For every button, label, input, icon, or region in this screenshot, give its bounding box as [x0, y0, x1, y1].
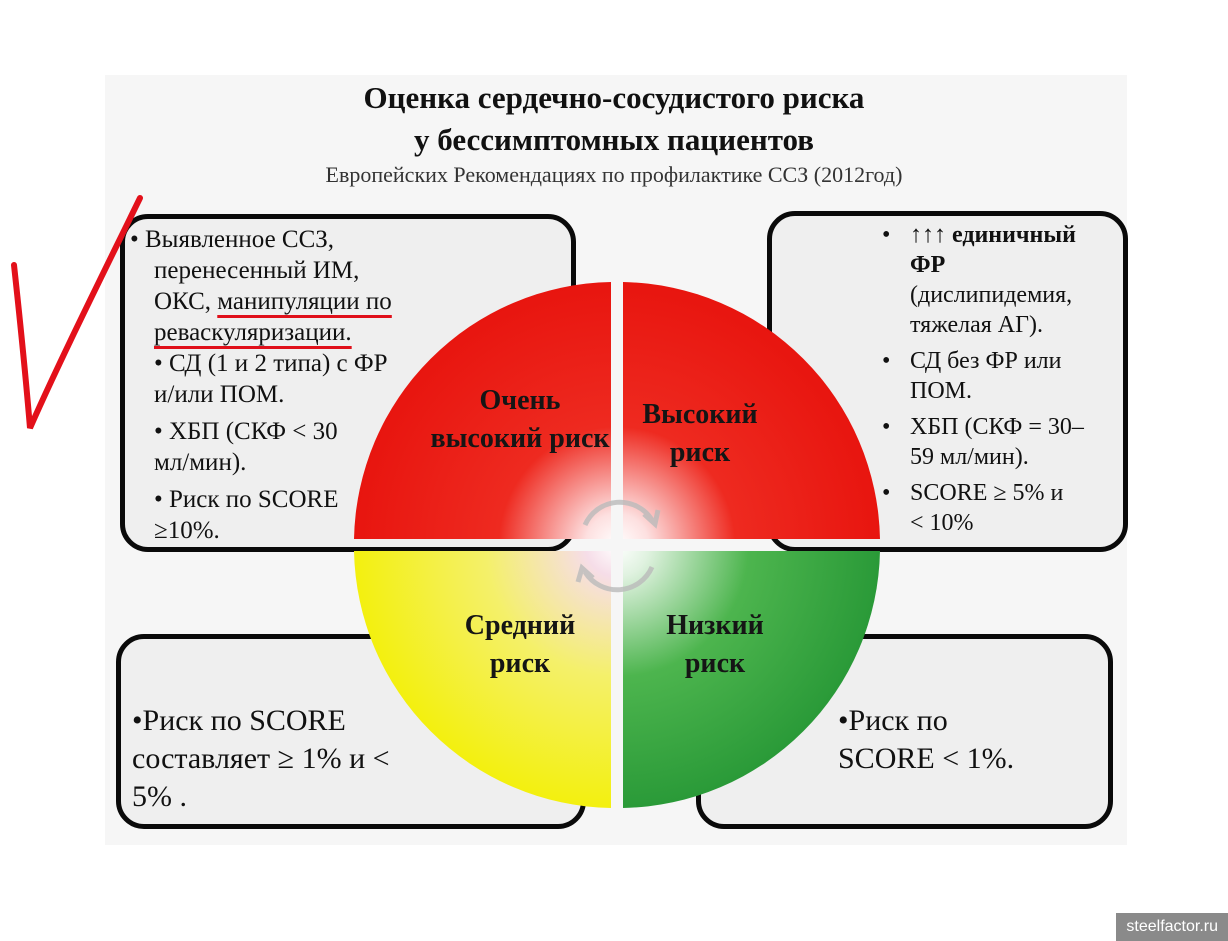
criteria-text: мл/мин).: [154, 449, 247, 476]
criteria-text: ≥10%.: [154, 517, 220, 544]
criteria-text: ОКС,: [154, 288, 218, 315]
criteria-text: • Выявленное ССЗ,: [130, 226, 335, 253]
title-line-1: Оценка сердечно-сосудистого риска: [363, 80, 865, 115]
criteria-text: < 10%: [910, 510, 974, 536]
low-risk-criteria: •Риск по SCORE < 1%.: [838, 702, 1014, 778]
criteria-text: 59 мл/мин).: [910, 444, 1029, 470]
very-high-risk-criteria: • Выявленное ССЗ, перенесенный ИМ, ОКС, …: [130, 224, 392, 546]
criteria-text: перенесенный ИМ,: [154, 257, 360, 284]
high-risk-quadrant: [623, 282, 880, 539]
criteria-text: ПОМ.: [910, 378, 973, 404]
high-risk-label: Высокий риск: [642, 399, 758, 468]
low-risk-quadrant: [623, 551, 880, 808]
red-checkmark-icon: [11, 195, 143, 430]
criteria-text: тяжелая АГ).: [910, 312, 1043, 338]
moderate-risk-criteria: •Риск по SCORE составляет ≥ 1% и < 5% .: [132, 702, 390, 816]
subtitle: Европейских Рекомендациях по профилактик…: [325, 162, 903, 187]
very-high-risk-quadrant: [354, 282, 611, 539]
underlined-text: реваскуляризации.: [154, 319, 352, 346]
bullet: •: [882, 222, 891, 248]
criteria-text: SCORE ≥ 5% и: [910, 480, 1064, 506]
criteria-text: ↑↑↑ единичный: [910, 222, 1076, 248]
criteria-text: ХБП (СКФ = 30–: [910, 414, 1084, 440]
criteria-text: ФР: [910, 252, 946, 278]
high-risk-box: [767, 211, 1128, 552]
criteria-text: •Риск по SCORE: [132, 704, 346, 737]
criteria-text: • СД (1 и 2 типа) с ФР: [154, 350, 388, 377]
cycle-arrows-icon: [575, 499, 661, 593]
criteria-text: (дислипидемия,: [910, 282, 1073, 308]
very-high-risk-label: Очень высокий риск: [430, 385, 610, 454]
bullet: •: [882, 480, 891, 506]
bullet: •: [882, 348, 891, 374]
criteria-text: •Риск по: [838, 704, 948, 737]
criteria-text: SCORE < 1%.: [838, 742, 1015, 775]
criteria-text: 5% .: [132, 780, 187, 813]
high-risk-criteria: • ↑↑↑ единичный ФР (дислипидемия, тяжелая…: [882, 220, 1084, 538]
underlined-text: манипуляции по: [217, 288, 392, 315]
criteria-text: • Риск по SCORE: [154, 486, 339, 513]
title-line-2: у бессимптомных пациентов: [414, 122, 814, 157]
bullet: •: [882, 414, 891, 440]
moderate-risk-quadrant: [354, 551, 611, 808]
criteria-text: и/или ПОМ.: [154, 381, 285, 408]
criteria-text: • ХБП (СКФ < 30: [154, 418, 338, 445]
criteria-text: СД без ФР или: [910, 348, 1062, 374]
criteria-text: составляет ≥ 1% и <: [132, 742, 390, 775]
moderate-risk-label: Средний риск: [464, 610, 576, 679]
watermark: steelfactor.ru: [1116, 913, 1228, 941]
low-risk-label: Низкий риск: [666, 610, 764, 679]
